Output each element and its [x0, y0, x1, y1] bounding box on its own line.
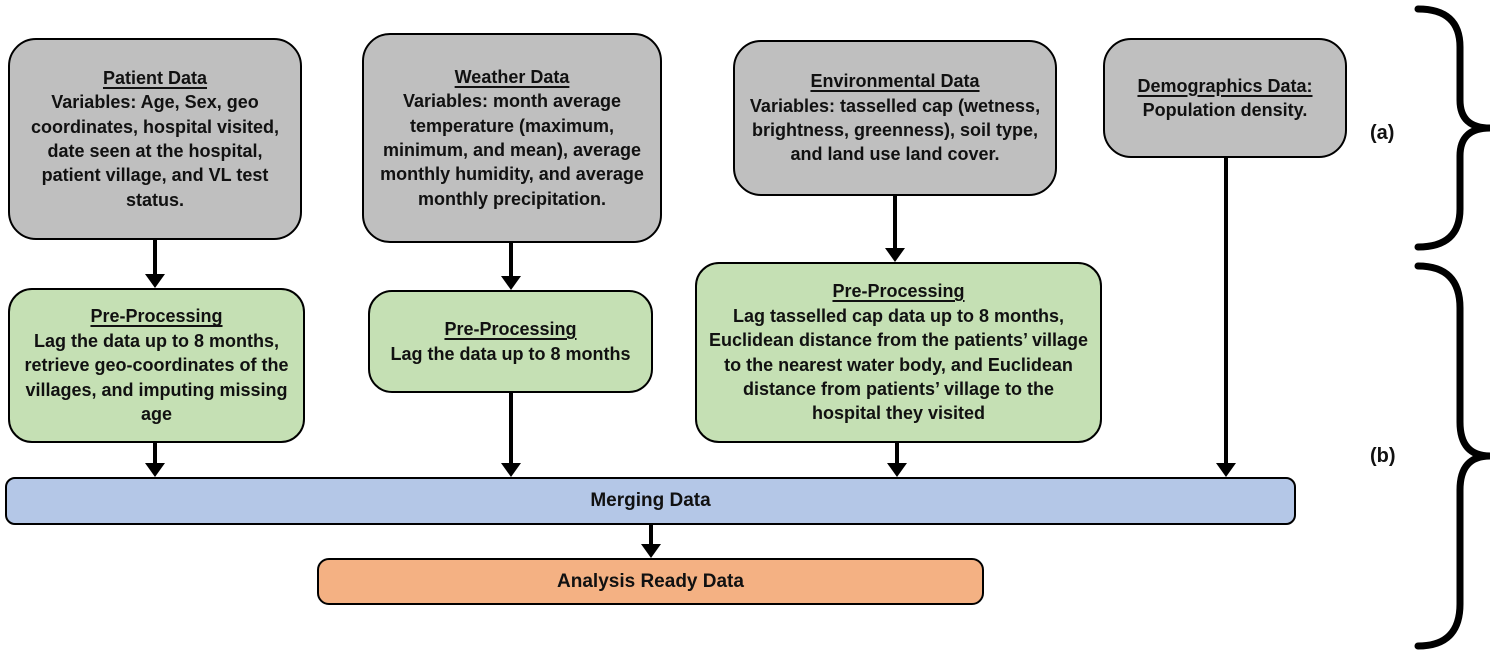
arrow-preprocessing-environmental-to-merging-icon [887, 443, 907, 477]
environmental-data-box: Environmental Data Variables: tasselled … [733, 40, 1057, 196]
analysis-ready-data-box: Analysis Ready Data [317, 558, 984, 605]
weather-data-title: Weather Data [454, 66, 570, 87]
preprocessing-environmental-box: Pre-Processing Lag tasselled cap data up… [695, 262, 1102, 443]
merging-data-bar: Merging Data [5, 477, 1296, 525]
arrow-merging-to-analysis-icon [641, 525, 661, 558]
weather-data-box: Weather Data Variables: month average te… [362, 33, 662, 243]
preprocessing-patient-title: Pre-Processing [90, 306, 223, 327]
brace-b-icon [1412, 262, 1496, 650]
arrow-patient-to-preprocessing-icon [145, 240, 165, 288]
patient-data-body: Variables: Age, Sex, geo coordinates, ho… [30, 92, 280, 210]
demographics-data-body: Population density. [1142, 100, 1308, 120]
preprocessing-weather-box: Pre-Processing Lag the data up to 8 mont… [368, 290, 653, 393]
analysis-ready-data-label: Analysis Ready Data [557, 570, 744, 592]
weather-data-body: Variables: month average temperature (ma… [380, 91, 644, 209]
preprocessing-environmental-body: Lag tasselled cap data up to 8 months, E… [708, 305, 1089, 424]
arrow-demographics-to-merging-icon [1216, 158, 1236, 477]
annotation-a-label: (a) [1370, 122, 1395, 144]
environmental-data-title: Environmental Data [810, 71, 980, 92]
environmental-data-body: Variables: tasselled cap (wetness, brigh… [749, 95, 1041, 165]
brace-a-icon [1412, 5, 1496, 251]
demographics-data-box: Demographics Data: Population density. [1103, 38, 1347, 158]
annotation-b-label: (b) [1370, 445, 1396, 467]
preprocessing-weather-title: Pre-Processing [444, 319, 577, 340]
merging-data-label: Merging Data [590, 490, 711, 511]
preprocessing-environmental-title: Pre-Processing [832, 281, 965, 302]
arrow-preprocessing-weather-to-merging-icon [501, 393, 521, 477]
arrow-weather-to-preprocessing-icon [501, 243, 521, 290]
patient-data-box: Patient Data Variables: Age, Sex, geo co… [8, 38, 302, 240]
preprocessing-patient-box: Pre-Processing Lag the data up to 8 mont… [8, 288, 305, 443]
demographics-data-title: Demographics Data: [1137, 75, 1313, 96]
patient-data-title: Patient Data [102, 67, 208, 88]
preprocessing-patient-body: Lag the data up to 8 months, retrieve ge… [24, 330, 289, 425]
arrow-environmental-to-preprocessing-icon [885, 196, 905, 262]
preprocessing-weather-body: Lag the data up to 8 months [390, 343, 631, 364]
arrow-preprocessing-patient-to-merging-icon [145, 443, 165, 477]
